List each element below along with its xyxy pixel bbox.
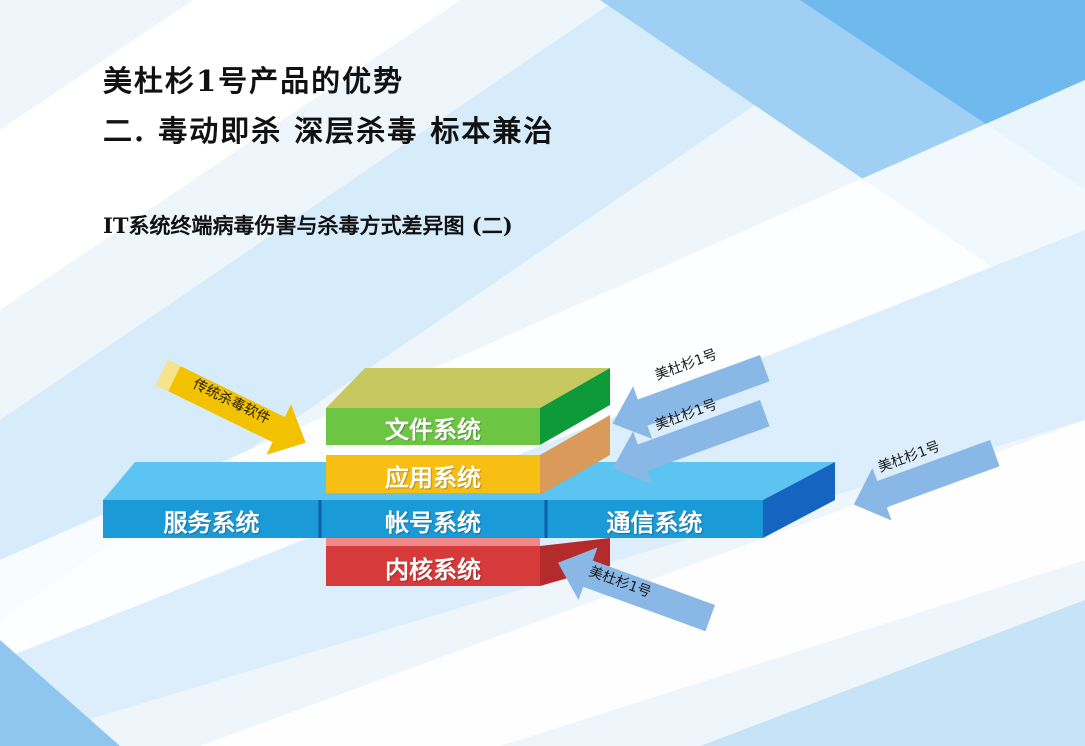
kernel-top bbox=[326, 538, 540, 546]
account-front bbox=[326, 500, 540, 538]
product-arrow-3 bbox=[853, 440, 1000, 521]
blue-bar-side bbox=[763, 462, 835, 538]
diagram-caption: IT系统终端病毒伤害与杀毒方式差异图 (二) bbox=[103, 213, 513, 238]
app-side bbox=[540, 415, 610, 495]
page-title: 美杜杉1号产品的优势 bbox=[103, 64, 405, 98]
product-arrow-1 bbox=[612, 355, 770, 439]
kernel-front bbox=[326, 546, 540, 586]
page-subtitle: 二. 毒动即杀 深层杀毒 标本兼治 bbox=[103, 114, 555, 148]
app-system-label: 应用系统 bbox=[385, 464, 481, 492]
file-top bbox=[326, 368, 610, 408]
file-front bbox=[326, 408, 540, 445]
account-system-label: 帐号系统 bbox=[385, 509, 481, 537]
kernel-system-label: 内核系统 bbox=[385, 556, 481, 584]
service-system-label: 服务系统 bbox=[163, 509, 260, 537]
product-arrow-2 bbox=[612, 400, 770, 484]
file-system-label: 文件系统 bbox=[385, 416, 481, 444]
app-front bbox=[326, 455, 540, 493]
product-arrow-4 bbox=[557, 547, 715, 632]
traditional-av-arrow bbox=[155, 360, 306, 455]
comm-system-label: 通信系统 bbox=[606, 509, 703, 537]
file-side bbox=[540, 368, 610, 445]
